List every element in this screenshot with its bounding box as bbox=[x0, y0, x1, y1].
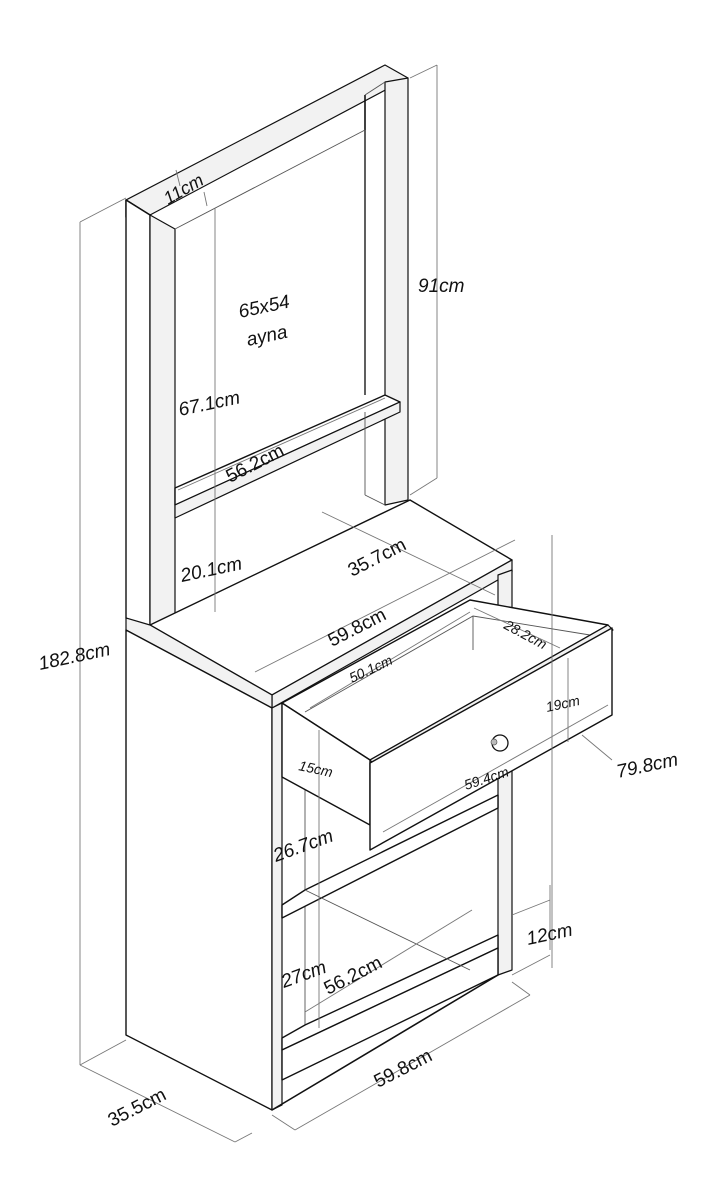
dim-label-base-width: 59.8cm bbox=[371, 1045, 436, 1092]
dim-label-total-height: 182.8cm bbox=[37, 639, 113, 675]
dim-label-drawer-side-height: 15cm bbox=[297, 757, 334, 780]
hutch-left-edge bbox=[149, 214, 176, 641]
mirror-size-label: 65x54 bbox=[237, 292, 292, 323]
drawer-front bbox=[369, 627, 613, 851]
hutch bbox=[125, 64, 409, 641]
drawer bbox=[281, 599, 614, 851]
dim-label-upper-gap: 20.1cm bbox=[178, 553, 244, 587]
desk-top-left-edge bbox=[125, 617, 273, 709]
cabinet-shelf-1 bbox=[281, 794, 499, 919]
cabinet-front-left-post bbox=[271, 702, 283, 1111]
dim-label-drawer-front-height: 19cm bbox=[544, 692, 581, 715]
dim-label-base-depth: 35.5cm bbox=[105, 1084, 170, 1131]
dim-label-desk-height: 79.8cm bbox=[615, 749, 680, 782]
dim-label-mirror-height: 67.1cm bbox=[177, 387, 242, 420]
cabinet-shelf-2 bbox=[281, 934, 499, 1051]
dim-label-upper-height: 91cm bbox=[418, 276, 464, 297]
cabinet-left-side bbox=[125, 629, 273, 1111]
hutch-left-side bbox=[125, 199, 151, 633]
hutch-shelf-front bbox=[174, 401, 401, 519]
dim-label-plinth-height: 12cm bbox=[525, 920, 575, 950]
dimension-lines bbox=[79, 64, 613, 1143]
lower-cabinet bbox=[125, 569, 513, 1111]
hutch-right-edge bbox=[384, 77, 409, 506]
dim-label-shelf2-gap: 27cm bbox=[278, 957, 330, 993]
mirror-name-label: ayna bbox=[245, 322, 290, 351]
desk-top bbox=[125, 499, 513, 709]
